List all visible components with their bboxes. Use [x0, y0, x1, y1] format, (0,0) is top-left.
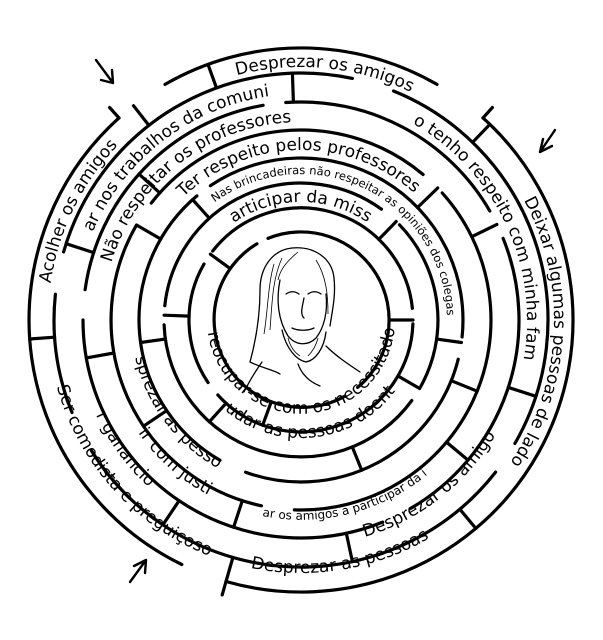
maze-ring-segment — [109, 223, 264, 508]
maze-radial-wall — [290, 71, 295, 104]
maze-ring-walls — [27, 46, 575, 594]
jesus-portrait-icon — [243, 247, 361, 393]
maze-radial-wall — [377, 219, 398, 241]
maze-ring-segment — [216, 322, 415, 434]
maze-label: Desprezar os amigos — [0, 0, 500, 542]
maze-radial-wall — [396, 374, 422, 391]
maze-radial-wall — [84, 351, 116, 360]
maze-ring-segment — [211, 206, 414, 310]
maze-radial-wall — [458, 507, 478, 531]
maze-ring-segment — [212, 242, 347, 409]
maze-radial-wall — [232, 499, 244, 529]
maze-radial-wall — [449, 379, 479, 393]
maze-radial-wall — [261, 401, 273, 427]
maze-ring-segment — [391, 89, 550, 446]
maze-ring-segment — [408, 236, 521, 511]
entry-arrow-top-right-icon — [538, 128, 557, 154]
entry-arrow-top-left-icon — [94, 58, 115, 85]
maze-radial-wall — [444, 440, 470, 462]
maze-ring-segment — [89, 449, 498, 569]
maze-radial-wall — [131, 104, 151, 128]
maze-radial-wall — [162, 313, 191, 318]
maze-ring-segment — [162, 323, 414, 459]
maze-radial-wall — [64, 242, 96, 255]
maze-ring-segment — [149, 128, 425, 205]
maze-entry-wall — [481, 105, 494, 120]
maze-ring-segment — [62, 71, 354, 254]
maze-radial-wall — [207, 401, 228, 424]
maze-radial-wall — [350, 445, 364, 472]
maze-ring-segment — [52, 292, 74, 415]
maze-radial-wall — [471, 122, 492, 144]
maze-label-text: Desprezar os amigos — [0, 0, 500, 542]
exit-arrow-bottom-left-icon — [128, 558, 148, 584]
maze-radial-wall — [191, 198, 211, 220]
maze-radial-wall — [28, 335, 57, 341]
maze-ring-segment — [284, 100, 492, 213]
maze-radial-wall — [137, 172, 162, 195]
maze-radial-wall — [344, 531, 354, 564]
maze-ring-segment — [187, 262, 210, 385]
maze-ring-segment — [208, 156, 465, 339]
maze-radial-wall — [161, 499, 181, 527]
maze-radial-wall — [506, 385, 538, 398]
maze-ring-segment — [292, 191, 493, 512]
maze-radial-wall — [470, 222, 499, 239]
maze-radial-wall — [415, 186, 440, 210]
maze-ring-segment — [244, 357, 460, 484]
maze-ring-segment — [137, 194, 222, 462]
maze-ring-segment — [224, 116, 575, 594]
maze-radial-wall — [435, 337, 463, 345]
maze-radial-wall — [224, 555, 235, 584]
maze-ring-segment — [266, 230, 391, 389]
maze-ring-segment — [163, 181, 384, 308]
maze-radial-wall — [141, 409, 169, 428]
maze-entry-wall — [107, 105, 121, 120]
maze-radial-walls — [28, 62, 538, 597]
maze-ring-segment — [397, 223, 440, 391]
maze-ring-segment — [27, 116, 184, 567]
maze-radial-wall — [208, 252, 232, 270]
maze-entry-wall — [220, 579, 228, 597]
maze-radial-wall — [139, 337, 167, 345]
maze-ring-segment — [163, 46, 439, 86]
maze-radial-wall — [206, 62, 219, 90]
maze-radial-wall — [134, 223, 163, 241]
